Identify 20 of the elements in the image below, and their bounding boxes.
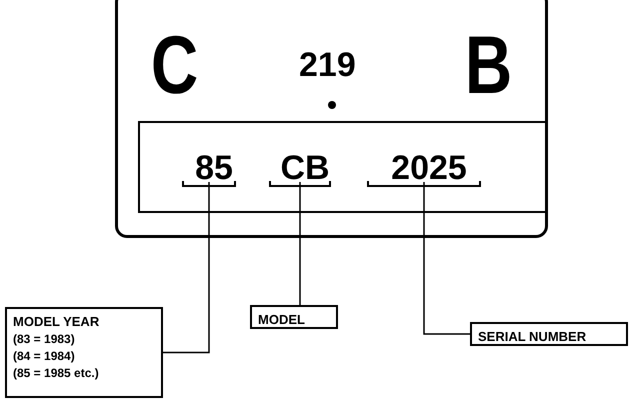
plate-letter: B (464, 25, 512, 107)
leader-line (423, 182, 470, 335)
callout-label: MODEL YEAR (13, 313, 100, 331)
callout-note: (84 = 1984) (13, 348, 76, 365)
callout-note: (83 = 1983) (13, 331, 76, 348)
data-plate (115, 0, 548, 238)
leader-line (299, 182, 301, 305)
callout-box (250, 305, 338, 329)
leader-line (163, 182, 210, 354)
plate-letter: C (150, 25, 198, 107)
callout-note: (85 = 1985 etc.) (13, 365, 100, 382)
callout-label: SERIAL NUMBER (478, 328, 588, 346)
serial-code: 2025 (373, 149, 485, 187)
code-panel (138, 121, 548, 213)
callout-box (5, 307, 163, 398)
plate-number: 219 (299, 48, 356, 82)
year-code: 85 (188, 149, 240, 187)
callout-box (470, 322, 628, 346)
model-code: CB (275, 149, 335, 187)
callout-label: MODEL (258, 311, 306, 329)
